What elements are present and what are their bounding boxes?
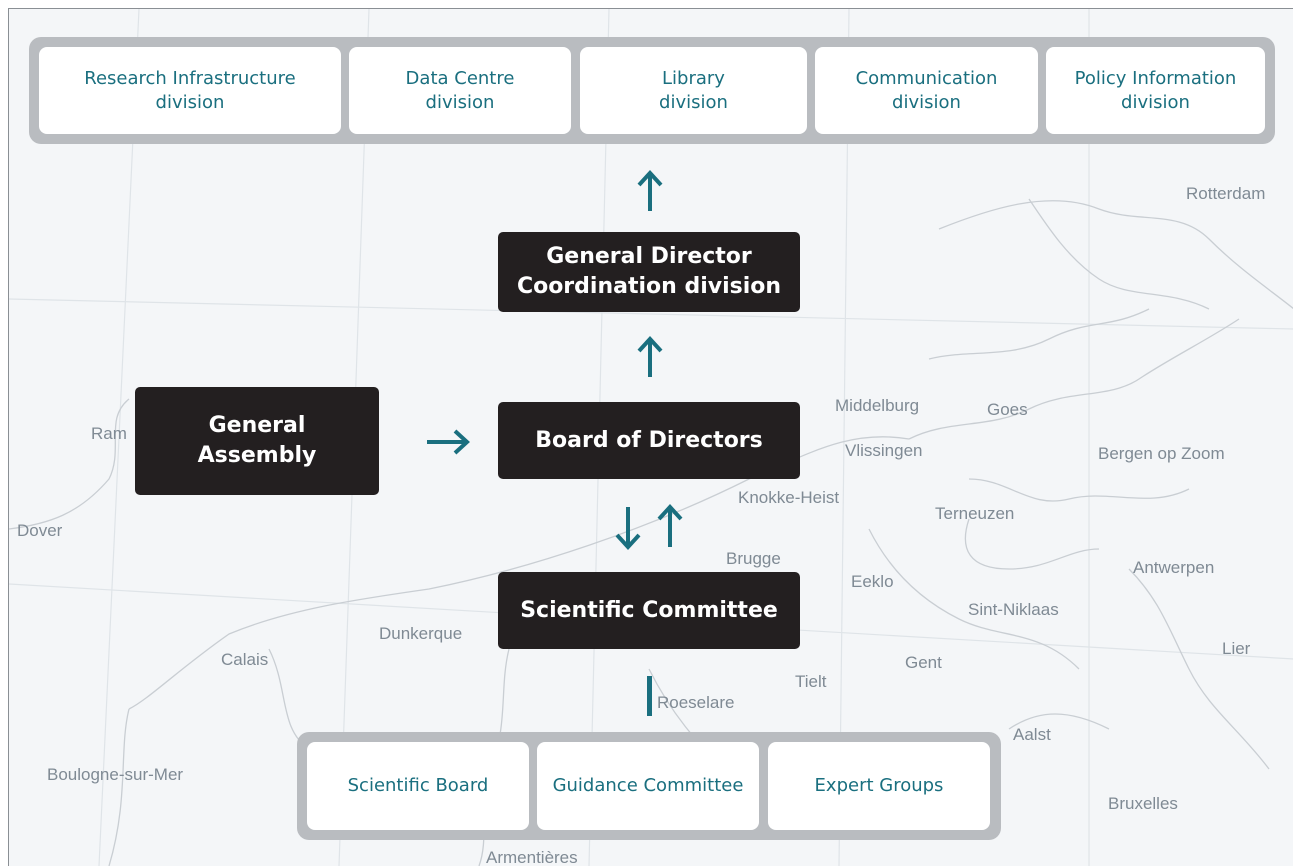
map-label-calais: Calais (221, 650, 268, 669)
map-label-ramsgate: Ram (91, 424, 127, 443)
diagram-frame: Rotterdam Middelburg Goes Vlissingen Ber… (8, 8, 1293, 866)
division-label-line1: Library (662, 67, 725, 89)
board-of-directors-box: Board of Directors (498, 402, 800, 479)
map-label-terneuzen: Terneuzen (935, 504, 1014, 523)
map-label-tielt: Tielt (795, 672, 827, 691)
map-label-eeklo: Eeklo (851, 572, 894, 591)
map-label-boulogne: Boulogne-sur-Mer (47, 765, 183, 784)
arrow-down-icon (615, 507, 641, 550)
division-data-centre: Data Centre division (349, 47, 571, 134)
map-label-dunkerque: Dunkerque (379, 624, 462, 643)
division-label-line2: division (155, 91, 225, 113)
map-label-antwerpen: Antwerpen (1133, 558, 1214, 577)
map-background: Rotterdam Middelburg Goes Vlissingen Ber… (9, 9, 1293, 866)
advisory-scientific-board: Scientific Board (307, 742, 529, 830)
division-label-line2: division (892, 91, 961, 113)
advisory-label: Guidance Committee (552, 775, 744, 796)
division-label-line1: Data Centre (405, 67, 515, 89)
general-assembly-line2: Assembly (197, 443, 317, 468)
map-label-gent: Gent (905, 653, 942, 672)
division-label-line2: division (1121, 91, 1190, 113)
general-assembly-line1: General (208, 413, 306, 438)
map-label-bergen-op-zoom: Bergen op Zoom (1098, 444, 1225, 463)
advisory-expert-groups: Expert Groups (768, 742, 990, 830)
division-library: Library division (580, 47, 807, 134)
divisions-tray: Research Infrastructure division Data Ce… (29, 37, 1275, 144)
map-label-goes: Goes (987, 400, 1028, 419)
scientific-committee-label: Scientific Committee (520, 597, 778, 623)
map-label-sint-niklaas: Sint-Niklaas (968, 600, 1059, 619)
map-label-aalst: Aalst (1013, 725, 1051, 744)
advisory-label: Expert Groups (814, 775, 944, 796)
general-assembly-box: General Assembly (135, 387, 379, 495)
division-label-line2: division (425, 91, 495, 113)
map-label-lier: Lier (1222, 639, 1251, 658)
map-label-dover: Dover (17, 521, 63, 540)
division-policy-information: Policy Information division (1046, 47, 1265, 134)
arrow-up-icon (657, 504, 683, 547)
division-communication: Communication division (815, 47, 1038, 134)
advisory-guidance-committee: Guidance Committee (537, 742, 759, 830)
connector-line (647, 676, 652, 716)
map-label-bruxelles: Bruxelles (1108, 794, 1178, 813)
map-label-knokke-heist: Knokke-Heist (738, 488, 839, 507)
division-label-line1: Policy Information (1074, 67, 1237, 89)
general-director-box: General Director Coordination division (498, 232, 800, 312)
division-label-line1: Communication (855, 67, 998, 89)
general-director-line1: General Director (546, 244, 752, 269)
map-label-roeselare: Roeselare (657, 693, 735, 712)
map-label-brugge: Brugge (726, 549, 781, 568)
map-label-middelburg: Middelburg (835, 396, 919, 415)
map-label-rotterdam: Rotterdam (1186, 184, 1265, 203)
arrow-up-icon (637, 170, 663, 211)
advisory-label: Scientific Board (347, 775, 489, 796)
advisory-bodies-tray: Scientific Board Guidance Committee Expe… (297, 732, 1001, 840)
division-label-line2: division (659, 91, 728, 113)
arrow-up-icon (637, 336, 663, 377)
map-label-vlissingen: Vlissingen (845, 441, 923, 460)
division-research-infrastructure: Research Infrastructure division (39, 47, 341, 134)
general-director-line2: Coordination division (516, 274, 782, 299)
division-label-line1: Research Infrastructure (84, 67, 296, 89)
arrow-right-icon (427, 429, 470, 455)
map-label-armentieres: Armentières (486, 848, 578, 866)
scientific-committee-box: Scientific Committee (498, 572, 800, 649)
board-of-directors-label: Board of Directors (535, 427, 763, 453)
